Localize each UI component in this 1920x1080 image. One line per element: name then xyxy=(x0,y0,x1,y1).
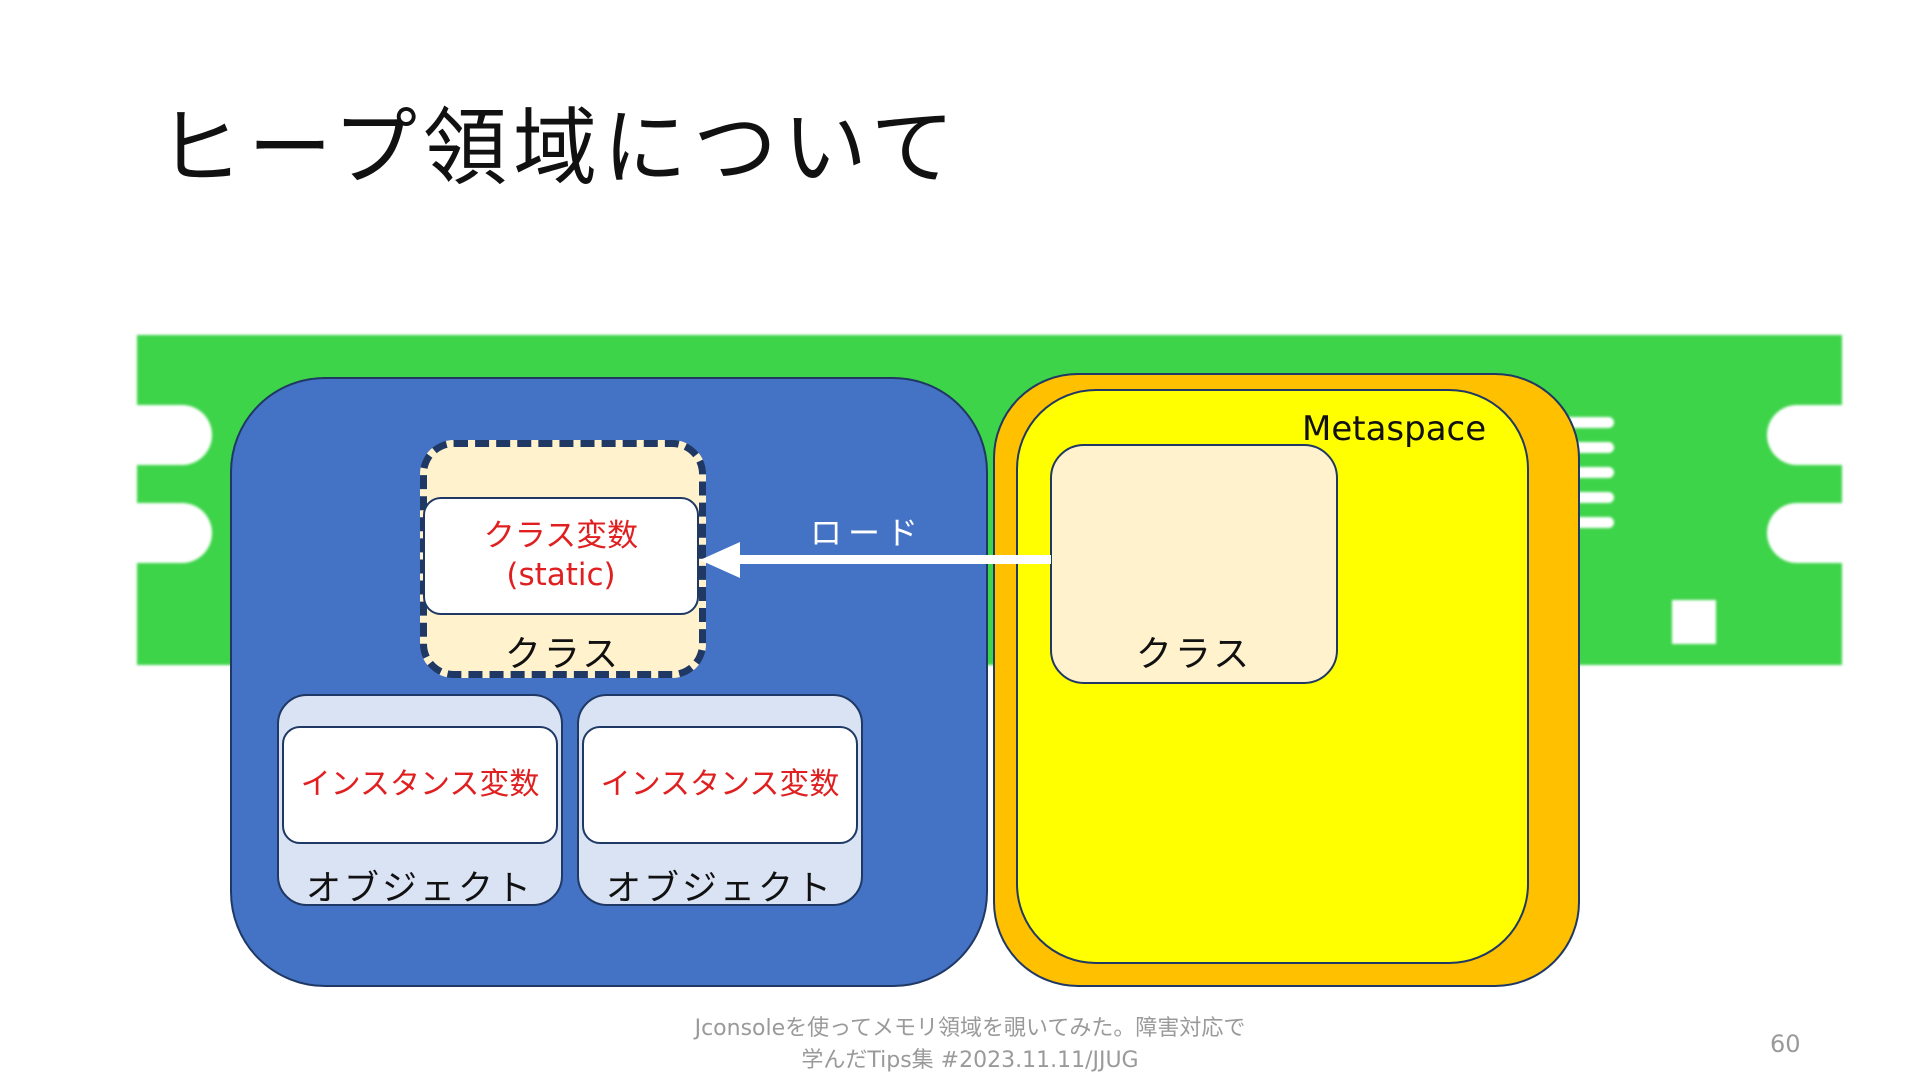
module-notch xyxy=(82,503,212,563)
class-variable-label: クラス変数 xyxy=(484,517,638,556)
load-arrow-label: ロード xyxy=(810,508,924,554)
footer-line: Jconsoleを使ってメモリ領域を覗いてみた。障害対応で xyxy=(620,1013,1320,1045)
instance-variable-box: インスタンス変数 xyxy=(582,726,858,844)
module-notch xyxy=(1767,503,1897,563)
module-pad xyxy=(1672,600,1716,644)
page-number: 60 xyxy=(1770,1030,1801,1058)
class-variable-box: クラス変数 (static) xyxy=(423,497,699,615)
module-notch xyxy=(82,405,212,465)
metaspace-class-label: クラス xyxy=(1050,625,1338,677)
instance-variable-label: インスタンス変数 xyxy=(301,766,540,804)
object-label: オブジェクト xyxy=(277,860,563,911)
class-variable-static-label: (static) xyxy=(506,556,615,595)
footer-line: 学んだTips集 #2023.11.11/JJUG xyxy=(620,1045,1320,1077)
slide-title: ヒープ領域について xyxy=(158,100,960,197)
slide-footer: Jconsoleを使ってメモリ領域を覗いてみた。障害対応で 学んだTips集 #… xyxy=(620,1013,1320,1077)
instance-variable-label: インスタンス変数 xyxy=(601,766,840,804)
instance-variable-box: インスタンス変数 xyxy=(282,726,558,844)
heap-class-label: クラス xyxy=(420,625,706,677)
object-label: オブジェクト xyxy=(577,860,863,911)
module-notch xyxy=(1767,405,1897,465)
metaspace-label: Metaspace xyxy=(1302,409,1486,449)
